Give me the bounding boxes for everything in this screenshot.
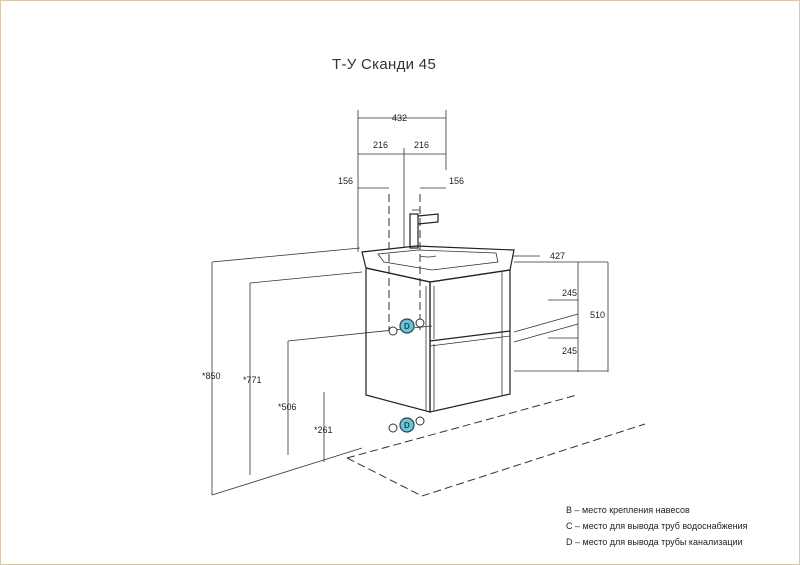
basin (361, 245, 515, 283)
dim-drawer-bottom: 245 (562, 346, 577, 356)
dim-height-506: *506 (278, 402, 297, 412)
dim-half-left: 216 (373, 140, 388, 150)
floor-outline (346, 394, 646, 497)
legend: B – место крепления навесов C – место дл… (566, 502, 748, 550)
dim-drawer-top: 245 (562, 288, 577, 298)
dim-half-right: 216 (414, 140, 429, 150)
top-dimension-lines (358, 117, 540, 257)
connector-d-floor-label: D (404, 421, 410, 430)
dim-offset-left: 156 (338, 176, 353, 186)
connector-d-side: D (388, 318, 425, 336)
legend-item-c: C – место для вывода труб водоснабжения (566, 521, 748, 531)
page-title: Т-У Сканди 45 (332, 56, 437, 73)
dim-total-width: 432 (392, 113, 407, 123)
wall-guide-lines (211, 247, 608, 372)
legend-item-b: B – место крепления навесов (566, 505, 690, 515)
dim-height-261: *261 (314, 425, 333, 435)
dim-total-height: *850 (202, 371, 221, 381)
faucet (409, 209, 439, 249)
dim-height-771: *771 (243, 375, 262, 385)
cabinet (365, 267, 511, 413)
height-dimension-lines (211, 262, 363, 496)
right-dimension-lines (548, 262, 609, 372)
connector-d-side-label: D (404, 322, 410, 331)
vertical-guides (357, 110, 447, 330)
dim-cabinet-height: 510 (590, 310, 605, 320)
legend-item-d: D – место для вывода трубы канализации (566, 537, 743, 547)
connector-d-floor: D (388, 416, 425, 433)
dim-offset-right: 156 (449, 176, 464, 186)
dim-depth: 427 (550, 251, 565, 261)
